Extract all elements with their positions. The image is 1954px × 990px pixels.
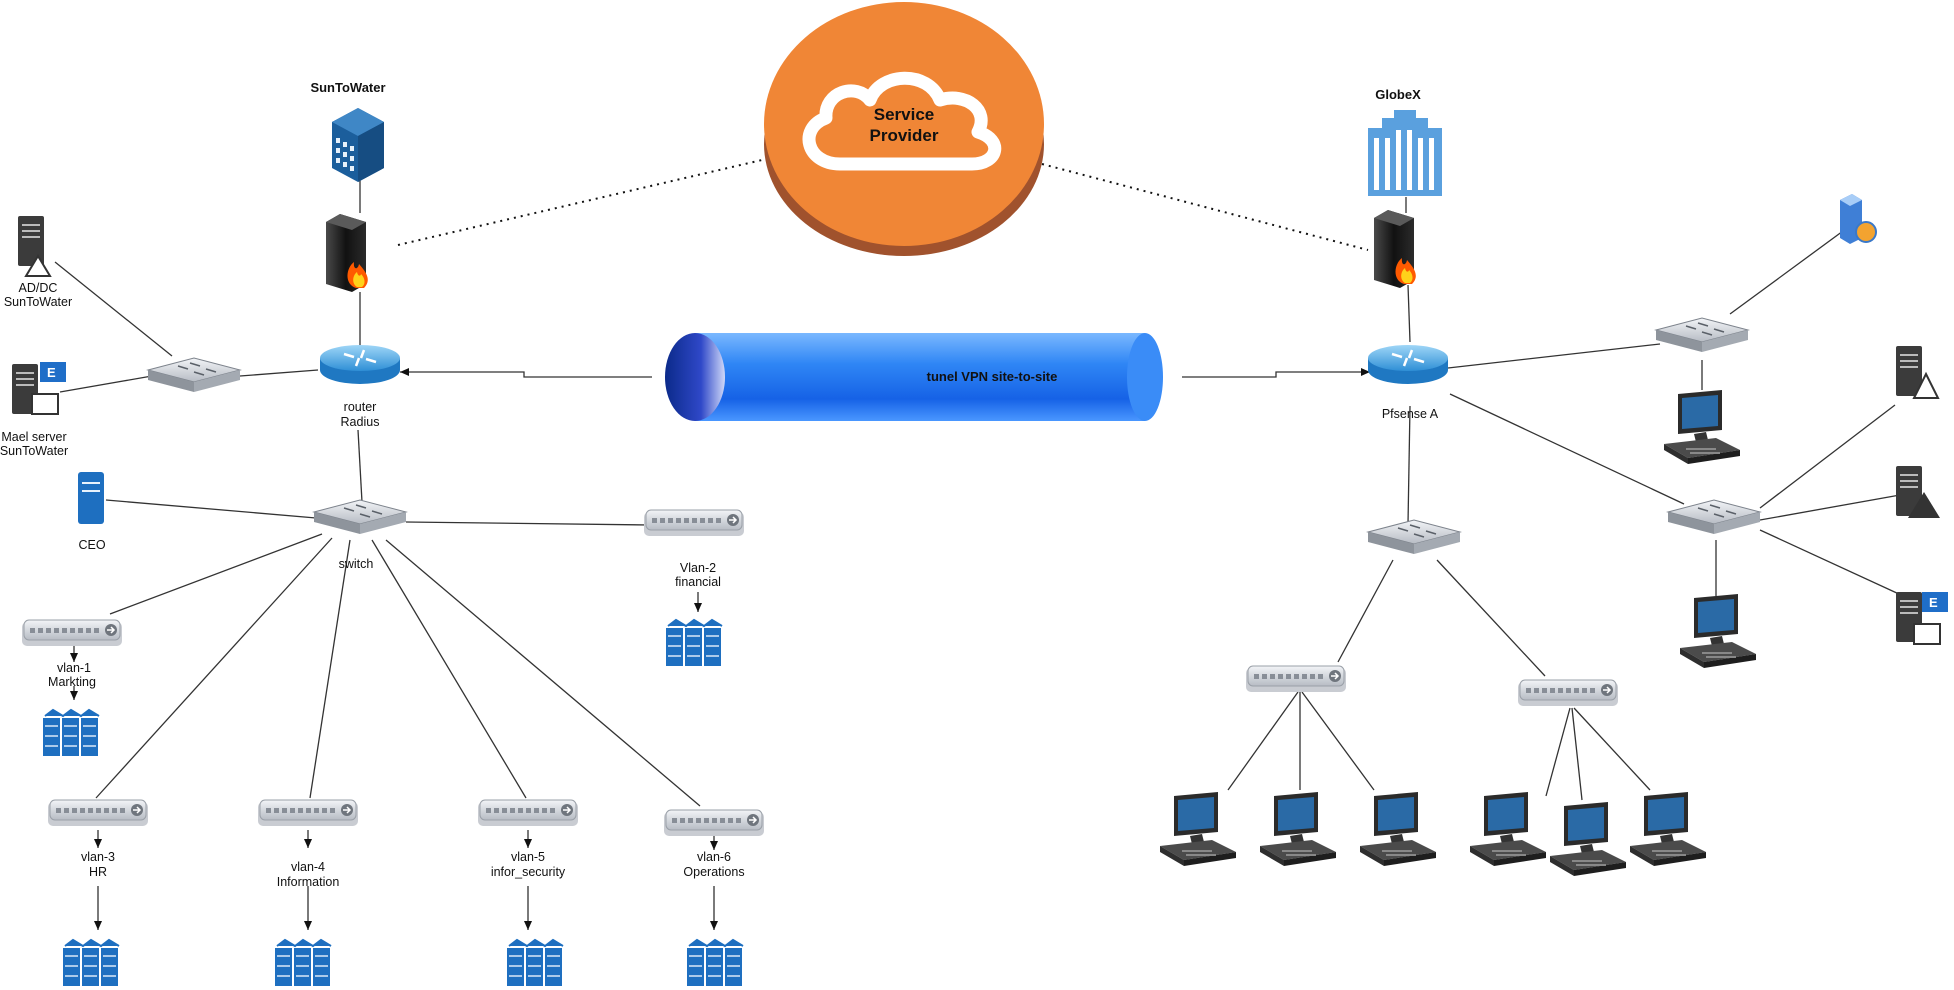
mail-server-icon — [40, 362, 66, 382]
site-name-left: SunToWater — [310, 80, 385, 95]
hub-icon — [1517, 679, 1619, 707]
vlan5-label-line1: vlan-5 — [511, 850, 545, 864]
site-suntowater: SunToWater router Radius AD/DC SunToWate… — [0, 80, 765, 987]
vlan3-label-line2: HR — [89, 865, 107, 879]
mail-server: E Mael server SunToWater — [0, 362, 68, 458]
desktop-computer-icon — [1160, 792, 1236, 866]
vlan2-label-line1: Vlan-2 — [680, 561, 716, 575]
vlan6-label-line2: Operations — [683, 865, 744, 879]
desktop-computer-icon — [1550, 802, 1626, 876]
mail-server: E — [1896, 592, 1948, 645]
site-name-right: GlobeX — [1375, 87, 1421, 102]
desktop-computer-icon — [1664, 390, 1740, 464]
vlan3-label-line1: vlan-3 — [81, 850, 115, 864]
connections — [54, 147, 1913, 930]
vlan1-label-line2: Markting — [48, 675, 96, 689]
tunnel-label: tunel VPN site-to-site — [927, 369, 1058, 384]
router-label-line1: router — [344, 400, 377, 414]
server-rack-icon — [686, 939, 744, 987]
server-rack-icon — [665, 619, 723, 667]
service-provider-cloud: Service Provider — [764, 2, 1044, 256]
mail-label-line1: Mael server — [1, 430, 66, 444]
hub-icon — [477, 799, 579, 827]
desktop-computer-icon — [1470, 792, 1546, 866]
server-right-2 — [1896, 466, 1940, 518]
hub-icon — [47, 799, 149, 827]
server-rack-icon — [62, 939, 120, 987]
vlan2-label-line2: financial — [675, 575, 721, 589]
desktop-computer-icon — [1360, 792, 1436, 866]
hub-icon — [643, 509, 745, 537]
desktop-computer-icon — [1260, 792, 1336, 866]
mail-label-line2: SunToWater — [0, 444, 68, 458]
hub-icon — [663, 809, 765, 837]
firewall-icon — [326, 214, 368, 292]
vlan6-label-line1: vlan-6 — [697, 850, 731, 864]
desktop-computer-icon — [1630, 792, 1706, 866]
vlan5-label-line2: infor_security — [491, 865, 566, 879]
vlan4-label-line2: Information — [277, 875, 340, 889]
cloud-label-line1: Service — [874, 105, 935, 124]
ad-label-line1: AD/DC — [19, 281, 58, 295]
cloud-icon — [802, 71, 1002, 171]
server-icon — [78, 472, 104, 524]
switch-icon — [1655, 317, 1749, 353]
office-building-icon — [1368, 110, 1442, 196]
mail-server-icon — [1922, 592, 1948, 612]
cloud-label-line2: Provider — [870, 126, 939, 145]
router-label-line2: Radius — [341, 415, 380, 429]
ceo-workstation: CEO — [78, 472, 106, 552]
vpn-tunnel: tunel VPN site-to-site — [665, 333, 1163, 421]
vlan4-label-line1: vlan-4 — [291, 860, 325, 874]
web-server-icon — [1840, 194, 1877, 244]
hub-icon — [21, 619, 123, 647]
pfsense-label: Pfsense A — [1382, 407, 1439, 421]
switch-icon — [313, 499, 407, 535]
switch-icon — [1667, 499, 1761, 535]
office-building-icon — [332, 108, 384, 182]
router-icon — [1366, 343, 1450, 386]
ad-label-line2: SunToWater — [4, 295, 72, 309]
svg-text:E: E — [1929, 595, 1938, 610]
switch-icon — [1367, 519, 1461, 555]
switch-icon — [147, 357, 241, 393]
server-rack-icon — [42, 709, 100, 757]
server-rack-icon — [274, 939, 332, 987]
ceo-label: CEO — [78, 538, 105, 552]
ad-dc-server — [1896, 346, 1940, 399]
vlan1-label-line1: vlan-1 — [57, 661, 91, 675]
server-rack-icon — [506, 939, 564, 987]
site-globex: GlobeX Pfsense A — [1160, 87, 1948, 876]
firewall-icon — [1374, 210, 1416, 288]
svg-text:E: E — [47, 365, 56, 380]
hub-icon — [1245, 665, 1347, 693]
desktop-computer-icon — [1680, 594, 1756, 668]
router-icon — [318, 343, 402, 386]
switch-label: switch — [339, 557, 374, 571]
ad-dc-server: AD/DC SunToWater — [4, 216, 72, 309]
hub-icon — [257, 799, 359, 827]
ad-icon — [24, 254, 52, 277]
